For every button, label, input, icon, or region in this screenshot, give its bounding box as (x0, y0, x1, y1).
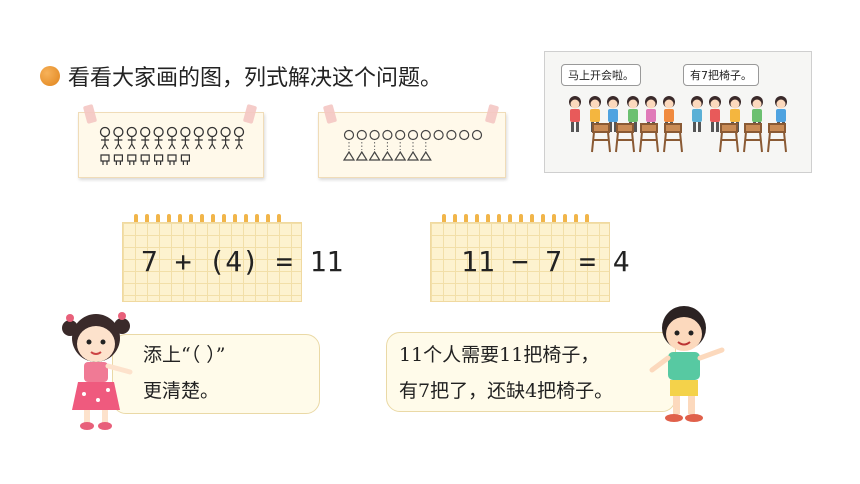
person-doodle (220, 126, 231, 150)
person-doodle (99, 126, 111, 150)
circle-doodle (433, 129, 444, 141)
child-figure (709, 96, 721, 132)
triangle-doodle (419, 150, 432, 161)
child-figure (775, 96, 787, 132)
classroom-picture: 马上开会啦。 有7把椅子。 (544, 51, 812, 173)
speech-bubble-left: 马上开会啦。 (561, 64, 641, 86)
chair-figure (591, 123, 611, 153)
child-figure (589, 96, 601, 132)
triangle-doodle (355, 150, 368, 161)
chair-doodle (154, 154, 164, 165)
girl-avatar (62, 312, 133, 430)
notepad-rings (442, 214, 589, 226)
chair-doodle (140, 154, 150, 165)
equation-left: 7 + (4) = 11 (141, 245, 344, 278)
chair-doodle (127, 154, 137, 165)
child-figure (607, 96, 619, 132)
notepad-left-wrap: 7 + (4) = 11 (122, 214, 343, 302)
chair-doodle (167, 154, 177, 165)
notepad-rings (134, 214, 281, 226)
triangle-doodle (381, 150, 394, 161)
person-doodle (233, 126, 245, 150)
person-doodle (140, 126, 151, 150)
child-figure (569, 96, 581, 132)
person-doodle (126, 126, 137, 150)
chair-doodle (100, 154, 110, 165)
notepad-left: 7 + (4) = 11 (122, 222, 343, 302)
chair-doodle (180, 154, 190, 165)
children-and-chairs-illustration (569, 96, 787, 153)
circle-doodle (446, 129, 457, 141)
drawing-paper-people-chairs (78, 104, 264, 178)
notepad-right-wrap: 11 − 7 = 4 (430, 214, 630, 302)
chair-figure (639, 123, 659, 153)
boy-avatar (649, 306, 725, 422)
page-title: 看看大家画的图，列式解决这个问题。 (68, 66, 443, 91)
triangle-doodle (368, 150, 381, 161)
chair-figure (767, 123, 787, 153)
circle-doodle (420, 129, 431, 141)
person-doodle (166, 126, 178, 150)
person-doodle (207, 126, 218, 150)
circle-doodle (471, 129, 483, 141)
boy-speech-line2: 有7把了，还缺4把椅子。 (399, 380, 614, 402)
chair-doodle (113, 154, 123, 165)
child-figure (691, 96, 703, 132)
triangle-doodle (342, 150, 356, 161)
chair-figure (743, 123, 763, 153)
triangle-doodle (406, 150, 420, 161)
speech-bubble-right: 有7把椅子。 (683, 64, 759, 86)
drawing-paper-circles-triangles (318, 104, 506, 178)
chair-figure (719, 123, 739, 153)
circle-doodle (343, 129, 355, 141)
people-chairs-drawing (99, 126, 245, 165)
circle-doodle (459, 129, 470, 141)
circle-doodle (395, 129, 406, 141)
person-doodle (153, 126, 164, 150)
circles-triangles-drawing (342, 129, 483, 161)
person-doodle (180, 126, 191, 150)
chair-figure (615, 123, 635, 153)
boy-speech-box: 11个人需要11把椅子， 有7把了，还缺4把椅子。 (386, 332, 676, 412)
bullet-dot-icon (40, 66, 60, 86)
notepad-right: 11 − 7 = 4 (430, 222, 630, 302)
circle-doodle (356, 129, 367, 141)
girl-speech-line1: 添上“（ ）” (143, 344, 226, 366)
circle-doodle (369, 129, 380, 141)
person-doodle (113, 126, 124, 150)
chair-figure (663, 123, 683, 153)
boy-speech-line1: 11个人需要11把椅子， (399, 344, 600, 366)
circle-doodle (382, 129, 393, 141)
girl-speech-box: 添上“（ ）” 更清楚。 (112, 334, 320, 414)
person-doodle (193, 126, 204, 150)
equation-right: 11 − 7 = 4 (461, 245, 630, 278)
triangle-doodle (394, 150, 407, 161)
girl-speech-line2: 更清楚。 (143, 380, 220, 402)
circle-doodle (407, 129, 419, 141)
